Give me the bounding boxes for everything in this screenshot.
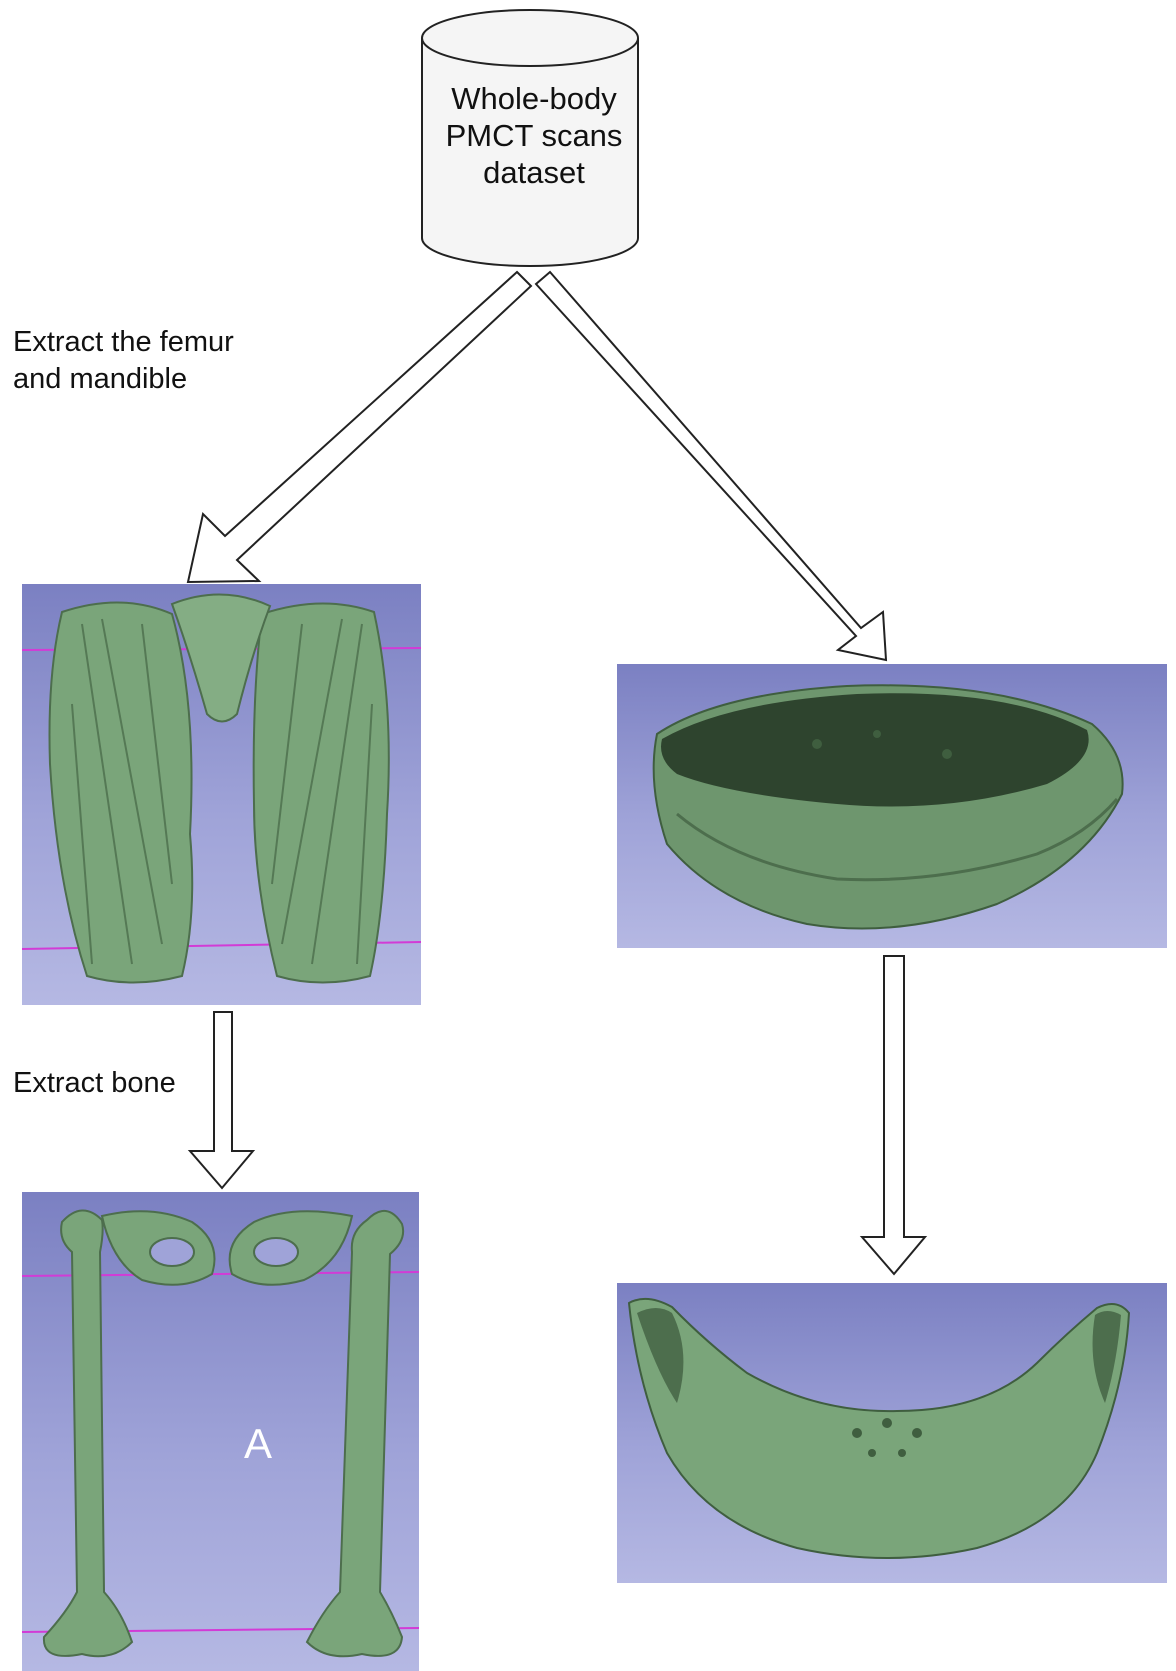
arrow-to-thigh-panel bbox=[188, 272, 531, 582]
mandible-render-panel bbox=[617, 1283, 1167, 1583]
arrow-to-femur-panel bbox=[190, 1012, 253, 1188]
thigh-muscle-render bbox=[22, 584, 421, 1005]
dataset-label: Whole-body PMCT scans dataset bbox=[414, 80, 654, 191]
panel-letter: A bbox=[244, 1420, 272, 1468]
mandible-render bbox=[617, 1283, 1167, 1583]
extract-femur-mandible-label: Extract the femur and mandible bbox=[13, 324, 234, 398]
femur-bone-render bbox=[22, 1192, 419, 1671]
extract-bone-label: Extract bone bbox=[13, 1065, 176, 1102]
skull-render bbox=[617, 664, 1167, 948]
arrow-to-mandible-panel bbox=[862, 956, 925, 1274]
arrow-to-skull-panel-shape bbox=[536, 272, 886, 660]
femur-bone-render-panel: A bbox=[22, 1192, 419, 1671]
thigh-muscle-render-panel bbox=[22, 584, 421, 1005]
skull-render-panel bbox=[617, 664, 1167, 948]
